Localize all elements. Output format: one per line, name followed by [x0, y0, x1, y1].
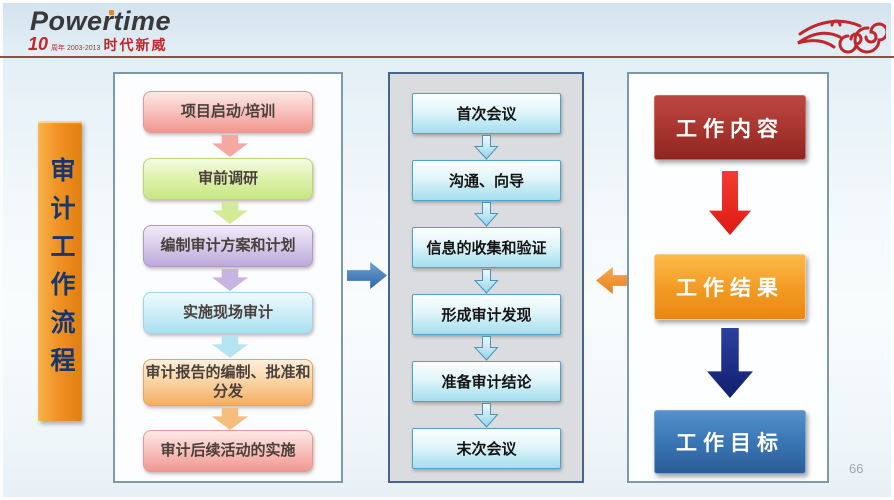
left-flow-panel: 项目启动/培训 审前调研 编制审计方案和计划 实施现场审计 审计报告的编制、批准…: [113, 72, 343, 483]
down-arrow-icon: [212, 336, 248, 358]
right-summary-panel: 工作内容 工作结果 工作目标: [627, 72, 829, 483]
flow-step-opening-meeting: 首次会议: [412, 93, 561, 134]
work-content-box: 工作内容: [654, 95, 806, 160]
flow-step-audit-findings: 形成审计发现: [412, 294, 561, 335]
flow-step-audit-conclusion: 准备审计结论: [412, 361, 561, 402]
down-arrow-icon: [212, 202, 248, 224]
flow-step-project-kickoff: 项目启动/培训: [143, 91, 313, 133]
down-arrow-icon: [212, 269, 248, 291]
header-divider: [0, 56, 894, 58]
down-arrow-icon: [473, 269, 499, 294]
right-arrow-icon: [347, 262, 387, 289]
work-goal-box: 工作目标: [654, 410, 806, 474]
flow-step-audit-plan: 编制审计方案和计划: [143, 225, 313, 267]
flow-step-pre-audit-research: 审前调研: [143, 158, 313, 200]
logo-accent-dot: [109, 10, 114, 15]
brand-tagline: 10 周年 2003-2013 时代新威: [28, 34, 167, 55]
flow-step-info-collection: 信息的收集和验证: [412, 227, 561, 268]
flow-step-follow-up: 审计后续活动的实施: [143, 430, 313, 472]
flow-title-bar: 审计工作流程: [38, 121, 82, 421]
work-result-box: 工作结果: [654, 254, 806, 320]
down-arrow-icon: [212, 408, 248, 430]
flow-step-closing-meeting: 末次会议: [412, 428, 561, 469]
down-arrow-icon: [707, 328, 753, 398]
flow-title-text: 审计工作流程: [47, 157, 74, 385]
down-arrow-icon: [473, 202, 499, 227]
brand-name-chinese: 时代新威: [103, 39, 168, 54]
auspicious-cloud-icon: [797, 19, 886, 54]
anniversary-years: 周年 2003-2013: [51, 45, 101, 52]
down-arrow-icon: [709, 171, 751, 235]
page-number: 66: [849, 461, 864, 476]
down-arrow-icon: [473, 403, 499, 428]
flow-step-audit-report: 审计报告的编制、批准和分发: [143, 359, 313, 406]
down-arrow-icon: [473, 336, 499, 361]
down-arrow-icon: [212, 135, 248, 157]
powertime-logo: Powertime: [30, 6, 172, 36]
flow-step-onsite-audit: 实施现场审计: [143, 292, 313, 334]
flow-step-communication-guide: 沟通、向导: [412, 160, 561, 201]
anniversary-mark: 10: [28, 34, 49, 54]
middle-flow-panel: 首次会议 沟通、向导 信息的收集和验证 形成审计发现 准备审计结论 末次会议: [388, 72, 584, 483]
down-arrow-icon: [473, 135, 499, 160]
